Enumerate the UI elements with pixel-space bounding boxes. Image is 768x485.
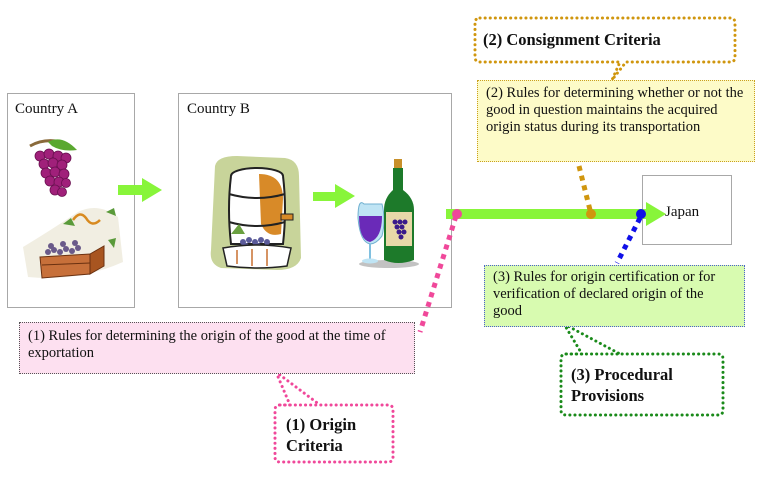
country-a-label: Country A bbox=[15, 101, 78, 117]
consignment-rules-note: (2) Rules for determining whether or not… bbox=[477, 80, 755, 162]
arrow-barrel-to-wine bbox=[313, 184, 355, 208]
procedural-point-marker bbox=[636, 209, 646, 219]
origin-callout-border bbox=[272, 367, 395, 464]
origin-rules-note: (1) Rules for determining the origin of … bbox=[19, 322, 415, 374]
country-b-label: Country B bbox=[187, 101, 250, 117]
procedural-rules-note: (3) Rules for origin certification or fo… bbox=[484, 265, 745, 327]
japan-label: Japan bbox=[665, 204, 700, 220]
origin-callout-line2: Criteria bbox=[286, 436, 343, 455]
country-a-box: Country A bbox=[7, 93, 135, 308]
grapes-icon bbox=[29, 139, 77, 197]
arrow-export-to-japan bbox=[446, 202, 666, 226]
consignment-criteria-callout: (2) Consignment Criteria bbox=[483, 30, 661, 49]
consignment-point-marker bbox=[586, 209, 596, 219]
origin-criteria-callout: (1) Origin Criteria bbox=[286, 414, 356, 456]
japan-box: Japan bbox=[642, 175, 732, 245]
origin-connector-line bbox=[417, 215, 459, 333]
procedural-callout-line1: (3) Procedural bbox=[571, 365, 673, 384]
wine-bottle-glass-icon bbox=[357, 159, 419, 268]
consignment-callout-border bbox=[473, 16, 737, 81]
procedural-provisions-callout: (3) Procedural Provisions bbox=[571, 364, 673, 406]
consignment-connector-line bbox=[576, 165, 593, 211]
origin-callout-line1: (1) Origin bbox=[286, 415, 357, 434]
origin-point-marker bbox=[452, 209, 462, 219]
arrow-a-to-b bbox=[118, 178, 162, 202]
wine-barrel-icon bbox=[210, 156, 301, 270]
procedural-connector-line bbox=[614, 216, 643, 265]
procedural-callout-line2: Provisions bbox=[571, 386, 645, 405]
procedural-callout-border bbox=[559, 320, 725, 417]
grape-crate-icon bbox=[23, 208, 123, 279]
